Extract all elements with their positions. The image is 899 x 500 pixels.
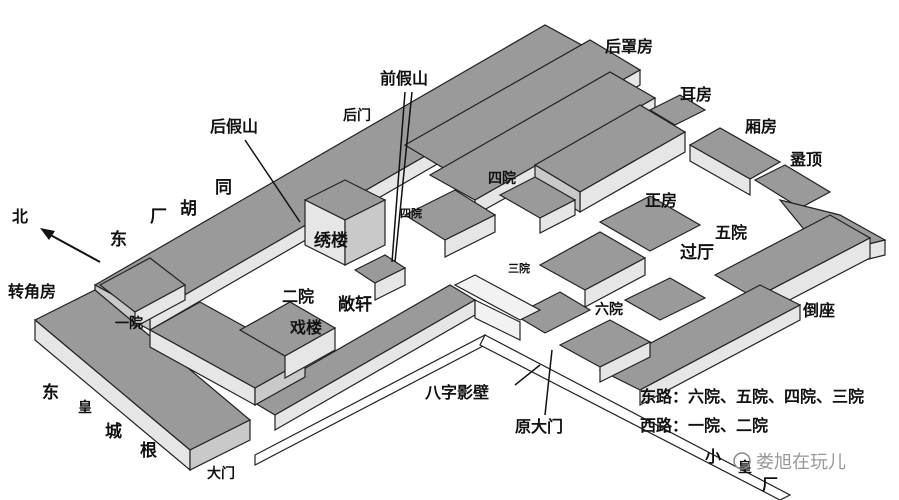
label-wuyuan: 五院 [715, 223, 747, 242]
yard6-east-roof [623, 277, 707, 321]
original-gate-wall [474, 299, 521, 341]
yard4-building-front [539, 199, 576, 234]
label-city-gen: 根 [140, 440, 157, 461]
label-hutong-chang: 厂 [150, 207, 167, 227]
label-damen: 大门 [207, 465, 235, 482]
label-guoting: 过厅 [680, 243, 714, 263]
watermark-text: 娄旭在玩儿 [756, 452, 846, 473]
houjiashan-pointer [244, 139, 301, 223]
label-houzhaofang: 后罩房 [605, 37, 653, 56]
yard6-south-front [599, 341, 651, 383]
label-erfang: 耳房 [680, 85, 712, 104]
west-long-building-side [189, 419, 251, 471]
yard6-north-front [584, 257, 646, 308]
label-erdyuan: 二院 [282, 287, 314, 306]
label-city-huang: 皇 [78, 399, 92, 416]
label-xiao: 小 [705, 447, 721, 466]
north-arrow-head [40, 228, 55, 240]
label-chang-street: 厂 [762, 475, 778, 494]
label-north: 北 [12, 207, 28, 226]
wechat-icon [733, 452, 751, 470]
ear-room-roof [648, 94, 707, 126]
label-zhengfang: 正房 [645, 191, 677, 210]
label-yiyuan: 一院 [115, 315, 143, 332]
north-arrow-line [44, 231, 101, 263]
embroidery-tower-side [344, 199, 386, 266]
passage-hall-roof [598, 195, 702, 252]
label-zhuanjiaofang: 转角房 [8, 282, 56, 301]
label-houmen: 后门 [343, 107, 371, 124]
qianjiashan-pointer [391, 91, 406, 263]
east-wing-front [689, 143, 751, 197]
middle-divider-wall [453, 274, 542, 321]
corner-house-front [134, 283, 186, 329]
luding-roof [753, 164, 832, 209]
label-siyuan: 四院 [488, 170, 516, 187]
label-eastroad: 东路：六院、五院、四院、三院 [640, 387, 864, 406]
label-hutong-hu: 胡 [180, 198, 197, 219]
yuandamen-pointer [544, 349, 553, 416]
label-liuyuan: 六院 [595, 301, 623, 318]
label-city-dong: 东 [42, 382, 59, 403]
label-city-cheng: 城 [105, 422, 122, 442]
label-luding: 盝顶 [790, 150, 822, 169]
yard6-west-roof [513, 291, 592, 334]
yard3-building-front [444, 214, 496, 258]
label-changxuan: 敞轩 [338, 294, 372, 315]
qianjiashan-pointer-2 [394, 91, 413, 263]
label-yuandamen: 原大门 [515, 417, 563, 436]
watermark: 娄旭在玩儿 [733, 452, 846, 473]
open-pavilion-front [374, 267, 406, 301]
label-qianjiashan: 前假山 [380, 69, 428, 88]
label-hutong-dong: 东 [110, 229, 127, 250]
east-street-edge [479, 334, 792, 500]
label-westroad: 西路：一院、二院 [640, 416, 768, 435]
label-hutong-tong: 同 [215, 178, 232, 198]
label-huang-street: 皇 [738, 459, 752, 476]
opera-tower-front [284, 326, 336, 380]
label-xiangfang: 厢房 [745, 117, 777, 136]
label-bazi: 八字影壁 [424, 383, 489, 402]
label-sanyuan-small: 三院 [508, 261, 530, 275]
label-siyuan-small: 四院 [400, 206, 422, 220]
bazi-pointer [514, 364, 541, 386]
label-xiulou: 绣楼 [314, 230, 348, 251]
label-houjiashan: 后假山 [210, 117, 258, 136]
label-xilou: 戏楼 [289, 318, 322, 337]
label-daozuo: 倒座 [802, 301, 835, 320]
yard5-south-front [639, 304, 801, 406]
